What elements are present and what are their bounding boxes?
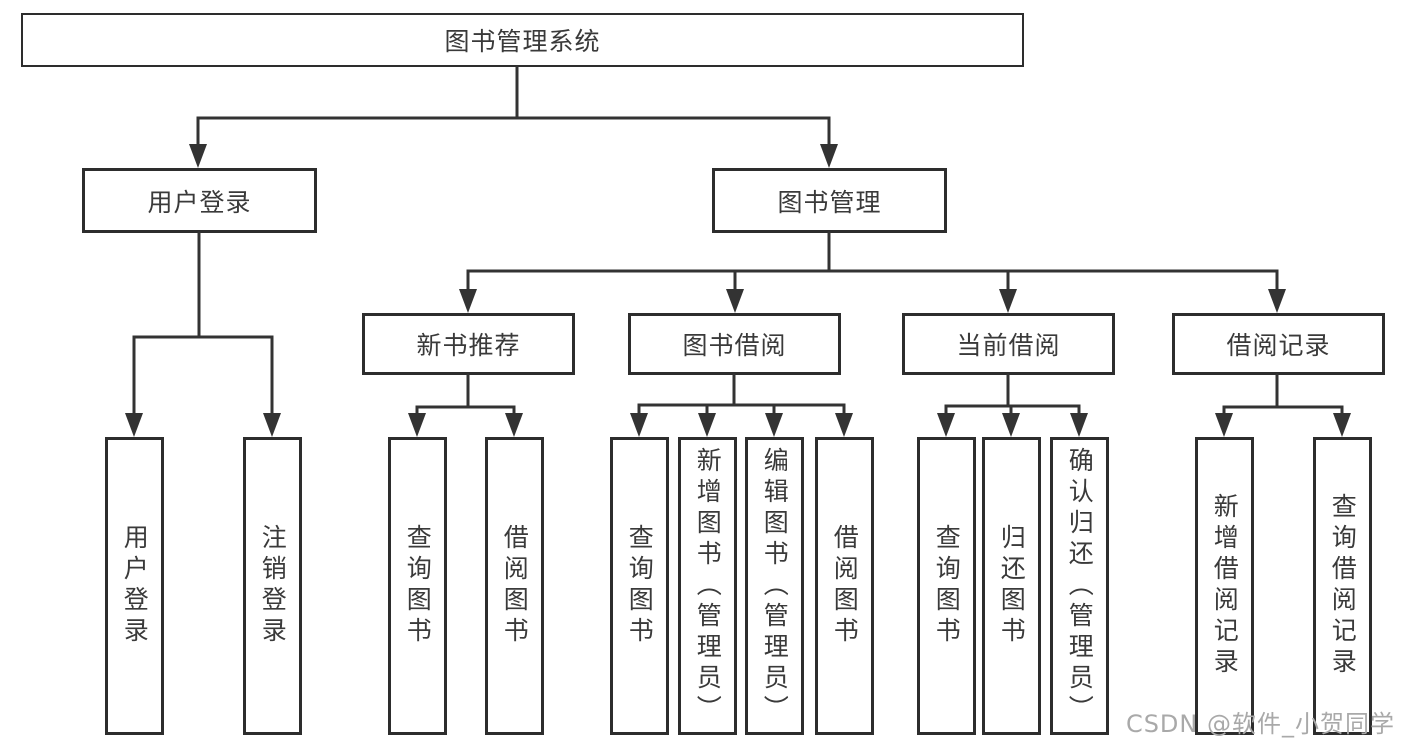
- leaf-current-return-books: 归还图书: [982, 437, 1041, 735]
- leaf-login-user-login: 用户登录: [105, 437, 164, 735]
- node-new-book-recommend-label: 新书推荐: [416, 331, 521, 360]
- leaf-borrow-borrow-books-label: 借阅图书: [830, 524, 860, 648]
- leaf-records-add-record: 新增借阅记录: [1195, 437, 1254, 735]
- node-user-login: 用户登录: [82, 168, 317, 233]
- leaf-records-add-record-label: 新增借阅记录: [1210, 493, 1240, 679]
- leaf-newbooks-borrow-books: 借阅图书: [485, 437, 544, 735]
- leaf-login-user-login-label: 用户登录: [120, 524, 150, 648]
- node-book-borrow: 图书借阅: [628, 313, 841, 375]
- node-current-borrow-label: 当前借阅: [956, 331, 1061, 360]
- leaf-borrow-add-books-admin: 新增图书（管理员）: [678, 437, 737, 735]
- node-root: 图书管理系统: [21, 13, 1024, 67]
- node-new-book-recommend: 新书推荐: [362, 313, 575, 375]
- leaf-borrow-borrow-books: 借阅图书: [815, 437, 874, 735]
- leaf-records-query-record-label: 查询借阅记录: [1328, 493, 1358, 679]
- leaf-current-confirm-return-admin-label: 确认归还（管理员）: [1065, 446, 1095, 726]
- node-book-management: 图书管理: [712, 168, 947, 233]
- node-book-management-label: 图书管理: [777, 187, 882, 217]
- node-borrow-records: 借阅记录: [1172, 313, 1385, 375]
- node-user-login-label: 用户登录: [147, 187, 252, 217]
- leaf-borrow-query-books-label: 查询图书: [625, 524, 655, 648]
- leaf-borrow-add-books-admin-label: 新增图书（管理员）: [693, 446, 723, 726]
- leaf-borrow-edit-books-admin-label: 编辑图书（管理员）: [760, 446, 790, 726]
- node-borrow-records-label: 借阅记录: [1226, 331, 1331, 360]
- node-book-borrow-label: 图书借阅: [682, 331, 787, 360]
- watermark-text: CSDN @软件_小贺同学: [1125, 710, 1395, 738]
- leaf-current-query-books-label: 查询图书: [932, 524, 962, 648]
- leaf-login-logout: 注销登录: [243, 437, 302, 735]
- leaf-login-logout-label: 注销登录: [258, 524, 288, 648]
- node-current-borrow: 当前借阅: [902, 313, 1115, 375]
- leaf-newbooks-borrow-books-label: 借阅图书: [500, 524, 530, 648]
- leaf-borrow-query-books: 查询图书: [610, 437, 669, 735]
- leaf-borrow-edit-books-admin: 编辑图书（管理员）: [745, 437, 804, 735]
- leaf-current-return-books-label: 归还图书: [997, 524, 1027, 648]
- node-root-label: 图书管理系统: [444, 27, 601, 56]
- leaf-newbooks-query-books: 查询图书: [388, 437, 447, 735]
- leaf-current-confirm-return-admin: 确认归还（管理员）: [1050, 437, 1109, 735]
- leaf-records-query-record: 查询借阅记录: [1313, 437, 1372, 735]
- leaf-current-query-books: 查询图书: [917, 437, 976, 735]
- leaf-newbooks-query-books-label: 查询图书: [403, 524, 433, 648]
